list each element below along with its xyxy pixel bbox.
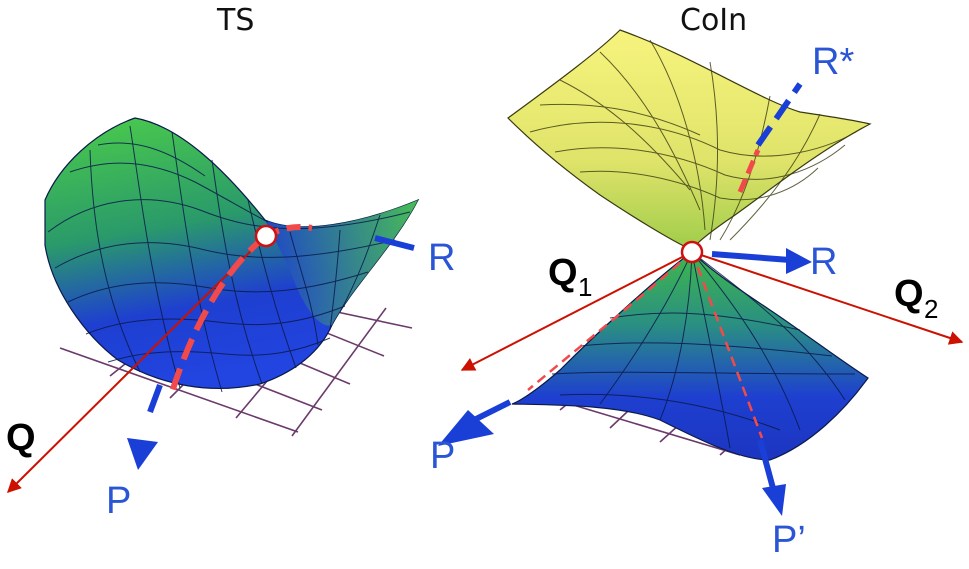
coin-label-q2-sub: 2 <box>924 294 938 324</box>
coin-panel: CoIn <box>430 3 964 561</box>
coin-path-red-pprime <box>690 251 764 439</box>
coin-label-q1-main: Q <box>548 252 578 294</box>
ts-title: TS <box>216 3 254 38</box>
coin-path-red-p <box>527 251 693 391</box>
coin-blue-path-pprime <box>757 439 777 493</box>
coin-label-q2: Q 2 <box>894 273 938 324</box>
coin-label-q1-sub: 1 <box>578 272 592 302</box>
coin-arrowhead-pprime <box>762 484 786 516</box>
coin-q1-axis <box>460 251 693 371</box>
coin-blue-path-r <box>711 251 791 263</box>
ts-saddle-surface <box>44 117 420 393</box>
coin-q2-axis <box>691 251 964 345</box>
ts-reaction-path-red <box>169 233 268 393</box>
coin-arrowhead-p <box>438 410 494 446</box>
ts-panel: TS <box>6 3 455 522</box>
coin-intersection-point <box>680 240 704 264</box>
ts-blue-path-p <box>147 383 163 414</box>
ts-label-r: R <box>428 237 455 279</box>
ts-q-axis <box>7 235 267 493</box>
coin-label-r-star: R* <box>812 41 854 83</box>
ts-blue-path-r <box>374 235 415 251</box>
coin-label-q1: Q 1 <box>548 252 592 302</box>
ts-label-q: Q <box>6 417 36 459</box>
coin-label-q2-main: Q <box>894 273 924 315</box>
coin-lower-cone <box>511 251 869 461</box>
coin-path-red-upper <box>737 149 761 193</box>
coin-label-p-prime: P’ <box>772 519 806 561</box>
coin-label-p: P <box>430 435 455 477</box>
coin-label-r: R <box>810 241 837 283</box>
ts-arrowhead-p <box>127 438 158 470</box>
ts-label-p: P <box>106 480 131 522</box>
ts-saddle-point <box>254 224 278 248</box>
coin-blue-path-rstar <box>755 82 803 147</box>
coin-title: CoIn <box>680 3 747 38</box>
coin-arrowhead-r <box>786 248 812 274</box>
